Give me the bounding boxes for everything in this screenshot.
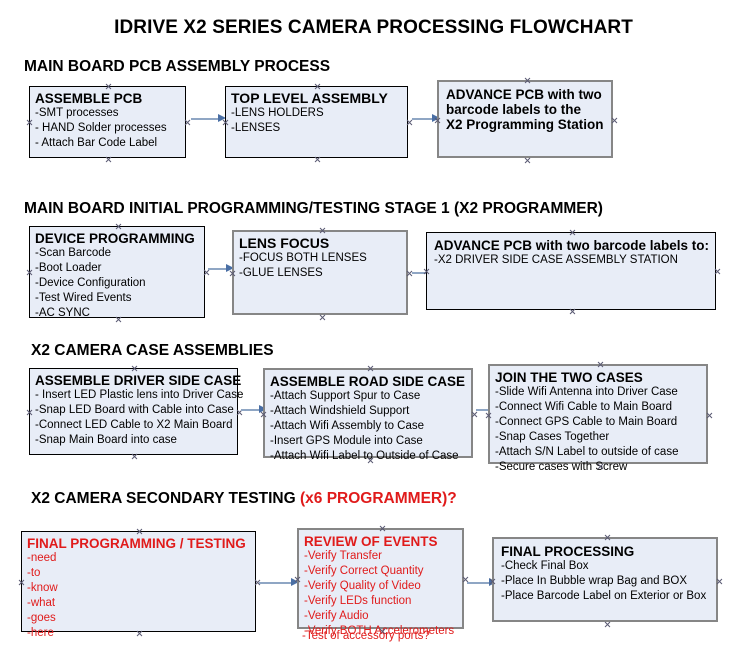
- section-heading-4-suffix: (x6 PROGRAMMER)?: [300, 490, 457, 507]
- node-line: -Device Configuration: [35, 277, 146, 289]
- connection-handle-bottom[interactable]: [314, 156, 321, 163]
- node-title: ASSEMBLE PCB: [35, 91, 143, 106]
- node-line: -Connect GPS Cable to Main Board: [495, 416, 678, 428]
- node-line: - Insert LED Plastic lens into Driver Ca…: [35, 389, 244, 401]
- node-line: -Attach Wifi Label to Outside of Case: [270, 450, 459, 462]
- node-line: -Verify Correct Quantity: [304, 565, 424, 577]
- connection-handle-bottom[interactable]: [105, 156, 112, 163]
- node-line: -Test Wired Events: [35, 292, 132, 304]
- node-line: -Snap Main Board into case: [35, 434, 177, 446]
- node-line: -Verify Transfer: [304, 550, 382, 562]
- node-line: -Connect Wifi Cable to Main Board: [495, 401, 673, 413]
- node-review-of-events[interactable]: REVIEW OF EVENTS -Verify Transfer -Verif…: [297, 528, 464, 637]
- arrow-connector: [208, 264, 234, 273]
- node-title: FINAL PROCESSING: [501, 544, 635, 559]
- node-line: -Attach Wifi Assembly to Case: [270, 420, 425, 432]
- connection-handle-right[interactable]: [611, 117, 618, 124]
- node-title: ASSEMBLE DRIVER SIDE CASE: [35, 373, 242, 388]
- section-heading-1-text: MAIN BOARD PCB ASSEMBLY PROCESS: [24, 58, 331, 75]
- connection-handle-bottom[interactable]: [569, 308, 576, 315]
- node-line: - HAND Solder processes: [35, 122, 167, 134]
- page-title: IDRIVE X2 SERIES CAMERA PROCESSING FLOWC…: [114, 17, 633, 38]
- node-final-processing[interactable]: FINAL PROCESSING -Check Final Box -Place…: [492, 537, 718, 622]
- node-line: -SMT processes: [35, 107, 119, 119]
- node-line: -Boot Loader: [35, 262, 102, 274]
- section-heading-4: X2 CAMERA SECONDARY TESTING (x6 PROGRAMM…: [31, 490, 457, 508]
- node-line: -Verify LEDs function: [304, 595, 412, 607]
- node-join-the-two-cases[interactable]: JOIN THE TWO CASES -Slide Wifi Antenna i…: [488, 364, 708, 473]
- node-line: -AC SYNC: [35, 307, 90, 319]
- node-line: -X2 DRIVER SIDE CASE ASSEMBLY STATION: [434, 254, 678, 266]
- connection-handle-right[interactable]: [714, 268, 721, 275]
- node-line: -Snap Cases Together: [495, 431, 610, 443]
- node-title: LENS FOCUS: [239, 235, 330, 251]
- node-title: REVIEW OF EVENTS: [304, 534, 438, 549]
- section-heading-1: MAIN BOARD PCB ASSEMBLY PROCESS: [24, 58, 330, 76]
- node-line: -Snap LED Board with Cable into Case: [35, 404, 234, 416]
- node-line: -LENS HOLDERS: [231, 107, 324, 119]
- node-line: -LENSES: [231, 122, 281, 134]
- section-heading-2: MAIN BOARD INITIAL PROGRAMMING/TESTING S…: [24, 200, 603, 218]
- connection-handle-bottom[interactable]: [604, 621, 611, 628]
- node-line: -Attach S/N Label to outside of case: [495, 446, 679, 458]
- node-title: JOIN THE TWO CASES: [495, 370, 643, 385]
- connection-handle-bottom[interactable]: [131, 453, 138, 460]
- node-title: ADVANCE PCB with two barcode labels to:: [434, 238, 710, 253]
- node-line-overflow: -Test of accessory ports?: [302, 630, 430, 642]
- section-heading-2-text: MAIN BOARD INITIAL PROGRAMMING/TESTING S…: [24, 200, 603, 217]
- node-title: DEVICE PROGRAMMING: [35, 231, 195, 246]
- arrow-connector: [191, 114, 227, 123]
- node-line: -Verify Audio: [304, 610, 369, 622]
- node-line: -Secure cases with Screw: [495, 461, 628, 473]
- node-top-level-assembly[interactable]: TOP LEVEL ASSEMBLY -LENS HOLDERS -LENSES: [225, 86, 408, 158]
- node-line: -GLUE LENSES: [239, 267, 323, 279]
- section-heading-3-text: X2 CAMERA CASE ASSEMBLIES: [31, 342, 274, 359]
- connection-handle-bottom[interactable]: [319, 314, 326, 321]
- node-line: -to: [27, 567, 41, 579]
- node-line: -Attach Support Spur to Case: [270, 390, 421, 402]
- node-line: -Slide Wifi Antenna into Driver Case: [495, 386, 678, 398]
- node-title-line3: X2 Programming Station: [446, 117, 604, 132]
- node-title-line2: barcode labels to the: [446, 102, 582, 117]
- node-line: -Scan Barcode: [35, 247, 112, 259]
- node-advance-pcb-to-programming-station[interactable]: ADVANCE PCB with two barcode labels to t…: [437, 80, 613, 158]
- node-assemble-pcb[interactable]: ASSEMBLE PCB -SMT processes - HAND Solde…: [29, 86, 186, 158]
- node-title: TOP LEVEL ASSEMBLY: [231, 90, 388, 106]
- node-line: -what: [27, 597, 56, 609]
- section-heading-4-text: X2 CAMERA SECONDARY TESTING: [31, 490, 300, 507]
- connection-handle-bottom[interactable]: [524, 157, 531, 164]
- node-advance-pcb-to-driver-side-case[interactable]: ADVANCE PCB with two barcode labels to: …: [426, 232, 716, 310]
- node-line: -Place In Bubble wrap Bag and BOX: [501, 575, 688, 587]
- node-title: ADVANCE PCB with two: [446, 87, 602, 102]
- connection-handle-right[interactable]: [706, 412, 713, 419]
- node-line: -Insert GPS Module into Case: [270, 435, 423, 447]
- node-line: -Connect LED Cable to X2 Main Board: [35, 419, 233, 431]
- section-heading-3: X2 CAMERA CASE ASSEMBLIES: [31, 342, 274, 360]
- node-line: -FOCUS BOTH LENSES: [239, 252, 367, 264]
- arrow-connector: [259, 578, 299, 587]
- node-assemble-road-side-case[interactable]: ASSEMBLE ROAD SIDE CASE -Attach Support …: [263, 368, 473, 462]
- node-line: -know: [27, 582, 58, 594]
- connection-handle-right[interactable]: [184, 119, 191, 126]
- node-title: FINAL PROGRAMMING / TESTING: [27, 536, 246, 551]
- node-device-programming[interactable]: DEVICE PROGRAMMING -Scan Barcode -Boot L…: [29, 226, 205, 319]
- node-line: -Place Barcode Label on Exterior or Box: [501, 590, 707, 602]
- connection-handle-right[interactable]: [716, 578, 723, 585]
- node-line: -here: [27, 627, 54, 639]
- node-line: -Verify BOTH Accelerometers: [304, 625, 455, 637]
- arrow-connector: [412, 114, 440, 123]
- node-line: - Attach Bar Code Label: [35, 137, 158, 149]
- node-title: ASSEMBLE ROAD SIDE CASE: [270, 374, 466, 389]
- node-assemble-driver-side-case[interactable]: ASSEMBLE DRIVER SIDE CASE - Insert LED P…: [29, 368, 244, 455]
- node-lens-focus[interactable]: LENS FOCUS -FOCUS BOTH LENSES -GLUE LENS…: [232, 230, 408, 315]
- node-line: -Verify Quality of Video: [304, 580, 421, 592]
- node-final-programming-testing[interactable]: FINAL PROGRAMMING / TESTING -need -to -k…: [21, 531, 256, 639]
- node-line: -Attach Windshield Support: [270, 405, 410, 417]
- node-line: -goes: [27, 612, 56, 624]
- node-line: -need: [27, 552, 57, 564]
- node-line: -Check Final Box: [501, 560, 589, 572]
